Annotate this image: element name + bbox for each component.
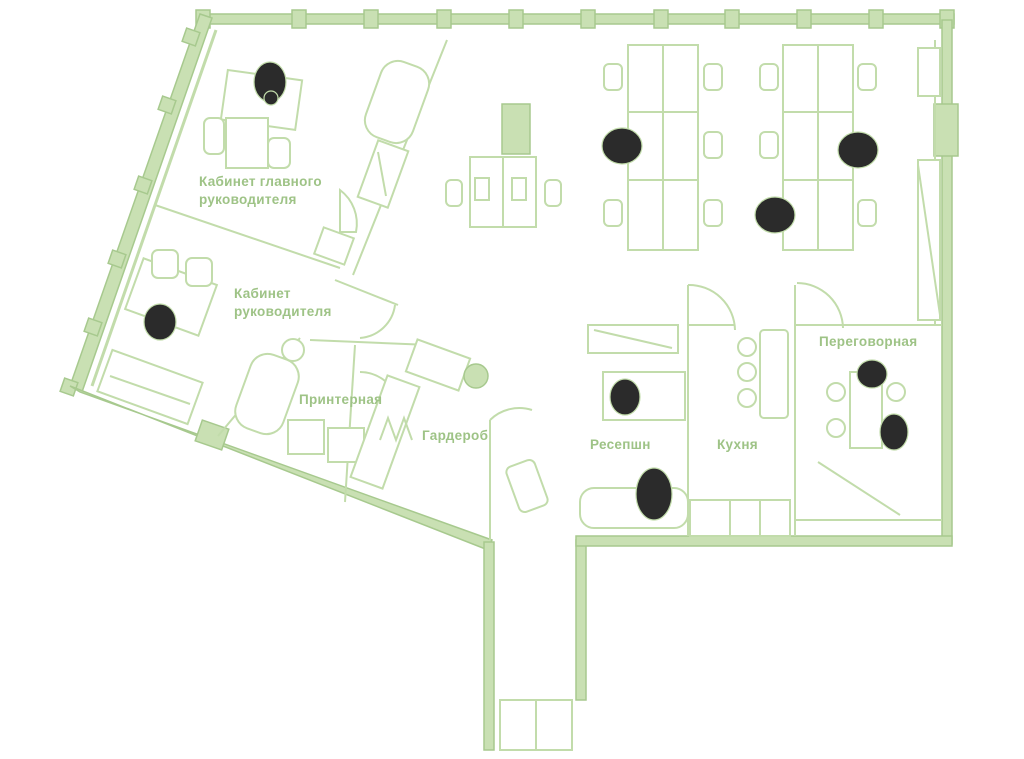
printer-room-furniture [287,338,489,490]
outer-walls [59,9,959,751]
room-label-manager-office-line1: Кабинет [234,286,291,301]
person-icon [879,413,909,451]
kitchen-furniture [689,329,791,537]
room-label-reception: Ресепшн [590,437,651,452]
open-space-desks [445,44,941,321]
room-label-chief-office-line2: руководителя [199,192,297,207]
person-icon [754,196,796,234]
manager-office-furniture [96,249,305,436]
person-head-icon [263,90,279,106]
person-icon [143,303,177,341]
chief-office-furniture [203,59,431,266]
room-label-kitchen: Кухня [717,437,758,452]
meeting-room-furniture [817,359,909,516]
reception-furniture [505,324,689,529]
room-label-chief-office-line1: Кабинет главного [199,174,322,189]
person-icon [635,467,673,521]
room-label-meeting-room: Переговорная [819,334,917,349]
room-labels: Кабинет главного руководителя Кабинет ру… [199,174,917,452]
room-label-manager-office-line2: руководителя [234,304,332,319]
partitions [154,39,942,540]
person-icon [837,131,879,169]
person-icon [601,127,643,165]
person-icon [609,378,641,416]
room-label-wardrobe: Гардероб [422,428,488,443]
room-label-printer-room: Принтерная [299,392,382,407]
person-icon [856,359,888,389]
